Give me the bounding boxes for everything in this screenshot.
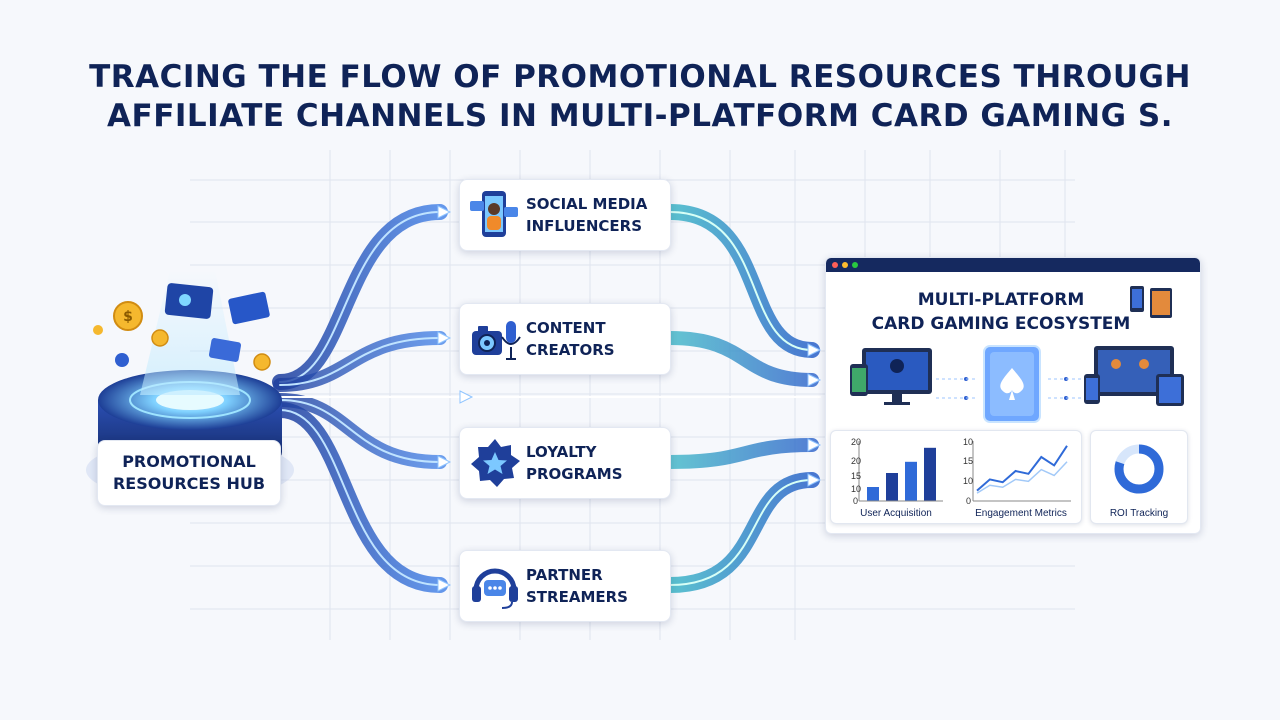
bar	[867, 487, 879, 501]
ecosystem-window: MULTI-PLATFORM CARD GAMING ECOSYSTEM	[825, 257, 1201, 534]
chart-label-engagement-metrics: Engagement Metrics	[975, 508, 1067, 519]
bar	[886, 473, 898, 501]
window-titlebar	[826, 258, 1200, 272]
donut-chart-roi	[1114, 444, 1164, 494]
channel-label-line1: PARTNER	[526, 566, 603, 584]
coin-icon	[253, 353, 271, 371]
axis-tick: 10	[963, 476, 974, 486]
card-icon	[208, 338, 242, 362]
window-minimize-dot	[842, 262, 848, 268]
arrowhead	[459, 390, 474, 404]
flow-hub-to-creators	[273, 331, 447, 392]
chart-label-user-acquisition: User Acquisition	[860, 508, 932, 519]
bar	[924, 447, 936, 501]
channel-label-line1: LOYALTY	[526, 443, 597, 461]
channel-label-line1: CONTENT	[526, 319, 606, 337]
axis-tick: 15	[851, 471, 862, 481]
line-series	[976, 445, 1068, 492]
device-illustrations	[850, 286, 1184, 423]
influencer-phone-icon	[470, 191, 518, 237]
page-title: TRACING THE FLOW OF PROMOTIONAL RESOURCE…	[0, 58, 1280, 136]
arrowhead	[807, 438, 822, 452]
headset-chat-icon	[472, 568, 518, 609]
arrowhead	[437, 455, 452, 469]
promotional-resources-hub: PROMOTIONAL RESOURCES HUB	[97, 440, 281, 506]
axis-tick: 10	[851, 484, 862, 494]
channel-label-line1: SOCIAL MEDIA	[526, 195, 648, 213]
hub-label-line1: PROMOTIONAL	[122, 452, 256, 471]
window-maximize-dot	[852, 262, 858, 268]
axis-tick: 15	[963, 456, 974, 466]
metrics-panel: 20 20 15 10 0 10 15 10 0 User Acquisitio…	[830, 430, 1082, 524]
channel-loyalty-programs: LOYALTY PROGRAMS	[459, 427, 671, 499]
flow-influencers-to-ecosystem	[662, 204, 820, 358]
camera-microphone-icon	[472, 321, 521, 360]
axis-tick: 10	[963, 437, 974, 447]
page-title-line2: AFFILIATE CHANNELS IN MULTI-PLATFORM CAR…	[107, 98, 1173, 134]
donut-arc	[1114, 444, 1164, 494]
coin-icon	[151, 329, 169, 347]
card-icon	[228, 291, 270, 325]
svg-text:$: $	[123, 309, 133, 325]
arrowhead	[807, 343, 822, 357]
axis-tick: 20	[851, 437, 862, 447]
ecosystem-title-line1: MULTI-PLATFORM	[917, 290, 1085, 310]
ecosystem-title: MULTI-PLATFORM CARD GAMING ECOSYSTEM	[826, 288, 1176, 336]
channel-label-line2: STREAMERS	[526, 588, 628, 606]
hub-label-line2: RESOURCES HUB	[112, 474, 266, 493]
chart-label-roi-tracking: ROI Tracking	[1109, 508, 1169, 519]
bar-chart-user-acquisition	[858, 441, 1071, 502]
axis-tick: 20	[851, 456, 862, 466]
window-close-dot	[832, 262, 838, 268]
bar	[905, 461, 917, 501]
channel-social-media-influencers: SOCIAL MEDIA INFLUENCERS	[459, 179, 671, 251]
flow-streamers-to-ecosystem	[662, 472, 820, 593]
page-title-line1: TRACING THE FLOW OF PROMOTIONAL RESOURCE…	[89, 59, 1191, 95]
arrowhead	[437, 578, 452, 592]
axis-tick: 0	[853, 496, 859, 506]
arrowhead	[437, 331, 452, 345]
coin-icon	[113, 301, 143, 331]
flow-creators-to-ecosystem	[663, 331, 819, 387]
arrowhead	[437, 205, 452, 219]
coin-icon	[93, 325, 103, 335]
arrowhead	[807, 473, 822, 487]
channel-label-line2: PROGRAMS	[526, 465, 623, 483]
ecosystem-title-line2: CARD GAMING ECOSYSTEM	[871, 314, 1131, 334]
roi-panel: ROI Tracking	[1090, 430, 1188, 524]
channel-content-creators: CONTENT CREATORS	[459, 303, 671, 375]
arrowhead	[807, 373, 822, 387]
axis-tick: 0	[966, 496, 972, 506]
channel-partner-streamers: PARTNER STREAMERS	[459, 550, 671, 622]
channel-label-line2: CREATORS	[526, 341, 615, 359]
badge-icon	[115, 353, 129, 367]
flow-loyalty-to-ecosystem	[663, 438, 819, 469]
channel-label-line2: INFLUENCERS	[526, 217, 642, 235]
line-series-secondary	[976, 461, 1068, 494]
star-badge-icon	[471, 439, 520, 487]
